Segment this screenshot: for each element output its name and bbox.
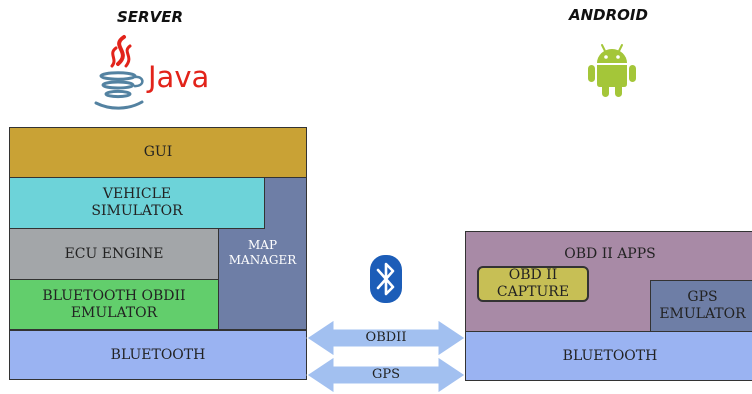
- android-bluetooth-layer: BLUETOOTH: [465, 331, 752, 381]
- vehicle-simulator-label: VEHICLE SIMULATOR: [91, 186, 183, 219]
- java-coffee-cup-icon: [94, 35, 144, 110]
- gps-emulator-label: GPS EMULATOR: [659, 289, 746, 322]
- server-bluetooth-label: BLUETOOTH: [110, 346, 206, 363]
- gps-link-label: GPS: [371, 367, 401, 382]
- gui-label: GUI: [143, 144, 173, 160]
- android-bluetooth-label: BLUETOOTH: [562, 347, 658, 364]
- bluetooth-obdii-emulator-block: BLUETOOTH OBDII EMULATOR: [9, 279, 219, 330]
- server-heading: SERVER: [117, 8, 184, 26]
- obdii-link-label: OBDII: [365, 330, 407, 345]
- android-heading: ANDROID: [569, 6, 648, 24]
- bluetooth-icon: [370, 255, 402, 303]
- connection-arrows: [306, 319, 466, 394]
- server-bluetooth-layer: BLUETOOTH: [9, 330, 307, 380]
- obd-capture-label: OBD II CAPTURE: [496, 267, 570, 300]
- obd-capture-block: OBD II CAPTURE: [477, 266, 589, 302]
- java-wordmark: Java: [148, 60, 210, 94]
- bluetooth-obdii-emulator-label: BLUETOOTH OBDII EMULATOR: [42, 287, 186, 321]
- vehicle-simulator-block: VEHICLE SIMULATOR: [9, 177, 265, 229]
- ecu-engine-block: ECU ENGINE: [9, 228, 219, 280]
- obd-apps-label: OBD II APPS: [564, 246, 656, 262]
- java-logo: Java: [88, 34, 228, 112]
- gps-emulator-block: GPS EMULATOR: [650, 280, 752, 332]
- gui-layer: GUI: [9, 127, 307, 178]
- android-robot-icon: [588, 44, 636, 97]
- ecu-engine-label: ECU ENGINE: [64, 245, 164, 262]
- map-manager-label: MAP MANAGER: [228, 238, 297, 267]
